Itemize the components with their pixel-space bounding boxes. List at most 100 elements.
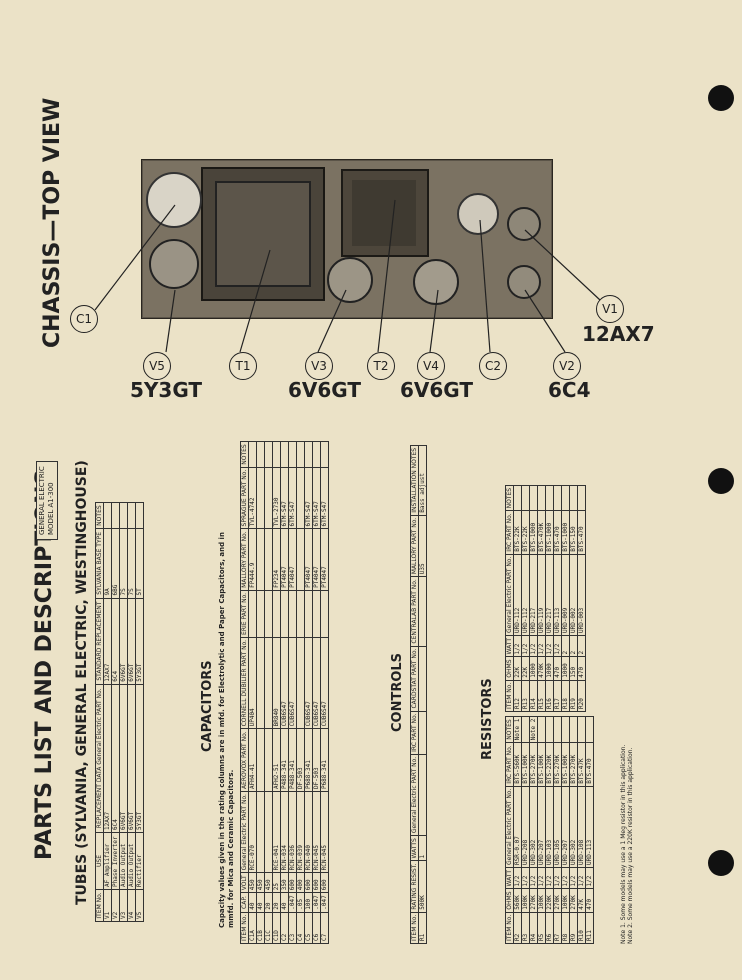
- tubes-cell: 5Y3GT: [135, 598, 144, 685]
- tubes-header-cell: USE: [95, 832, 104, 890]
- capacitors-cell: [256, 728, 265, 792]
- resistors-cell: BTS-22K: [513, 510, 522, 555]
- resistors-cell: 1000: [529, 656, 538, 681]
- resistors-cell: URD-002: [569, 554, 578, 636]
- controls-header-cell: INSTALLATION NOTES: [410, 445, 419, 516]
- capacitors-cell: [264, 590, 273, 638]
- capacitors-cell: C1B: [256, 912, 265, 944]
- resistors-cell: [537, 716, 546, 743]
- capacitors-cell: [312, 441, 321, 468]
- resistors-cell: 1/2: [553, 867, 562, 889]
- resistors-cell: 1/2: [537, 867, 546, 889]
- resistors-cell: R11: [585, 912, 594, 944]
- resistors-cell: 470: [553, 656, 562, 681]
- resistors-cell: R16: [545, 680, 554, 712]
- tube-label-12ax7: 12AX7: [582, 322, 655, 346]
- resistors-cell: R4: [529, 912, 538, 944]
- callout-c2: C2: [479, 352, 507, 380]
- resistors-cell: BTS-22K: [521, 510, 530, 555]
- capacitors-cell: .05: [296, 892, 305, 913]
- capacitors-cell: PT4047: [280, 528, 289, 591]
- capacitors-cell: AFH4-41: [248, 728, 257, 792]
- resistors-cell: BTS-470: [585, 742, 594, 787]
- capacitors-cell: 6TM-S47: [288, 467, 297, 529]
- capacitors-cell: 600: [320, 872, 329, 893]
- resistors-cell: 1/2: [521, 867, 530, 889]
- tubes-header-cell: NOTES: [95, 502, 104, 529]
- capacitors-cell: [264, 441, 273, 468]
- capacitors-cell: [248, 441, 257, 468]
- controls-header-cell: MALLORY PART No.: [410, 515, 419, 577]
- callout-t2: T2: [367, 352, 395, 380]
- resistors-cell: BTS-1000: [561, 510, 570, 555]
- resistors-header-cell: IRC PART No.: [505, 742, 514, 787]
- controls-header-cell: WATTS: [410, 835, 419, 861]
- tubes-cell: 7S: [127, 528, 136, 599]
- resistors-cell: [569, 485, 578, 511]
- capacitors-cell: CUB6S47: [288, 637, 297, 729]
- capacitors-cell: 400: [296, 872, 305, 893]
- binder-hole-bottom: [708, 850, 734, 876]
- capacitors-cell: 450: [256, 872, 265, 893]
- capacitors-cell: RCN-045: [312, 791, 321, 873]
- resistors-cell: BTS-100K: [561, 742, 570, 787]
- resistors-cell: URD-112: [521, 554, 530, 636]
- controls-cell: [418, 576, 427, 647]
- resistors-cell: 1/2: [513, 635, 522, 657]
- capacitors-cell: RCE-070: [248, 791, 257, 873]
- tubes-cell: Audio Output: [127, 832, 136, 890]
- capacitors-cell: C6: [312, 912, 321, 944]
- tubes-cell: 6V6GT: [119, 598, 128, 685]
- callout-v3: V3: [305, 352, 333, 380]
- capacitors-header-cell: MALLORY PART No.: [240, 528, 249, 591]
- tubes-cell: V4: [127, 889, 136, 922]
- capacitors-cell: [312, 590, 321, 638]
- capacitors-cell: C4: [296, 912, 305, 944]
- resistors-cell: BTS-1000: [545, 510, 554, 555]
- chassis-photo: [141, 159, 553, 319]
- capacitors-cell: CUB6S47: [312, 637, 321, 729]
- resistors-cell: BTS-100K: [537, 742, 546, 787]
- capacitors-cell: 6TM-S47: [312, 467, 321, 529]
- capacitors-header-cell: ITEM No.: [240, 912, 249, 944]
- resistors-cell: 270K: [529, 888, 538, 913]
- resistors-cell: Note 2: [529, 716, 538, 743]
- callout-v2: V2: [553, 352, 581, 380]
- resistors-cell: URD-103: [545, 786, 554, 868]
- capacitors-header-cell: CAP.: [240, 892, 249, 913]
- capacitors-cell: FP234: [272, 528, 281, 591]
- capacitors-cell: [256, 441, 265, 468]
- resistors-cell: 1/2: [513, 867, 522, 889]
- capacitors-cell: 600: [288, 872, 297, 893]
- capacitors-cell: C5: [304, 912, 313, 944]
- capacitors-cell: DF-503: [312, 728, 321, 792]
- resistors-cell: URD-112: [513, 554, 522, 636]
- callout-t1: T1: [229, 352, 257, 380]
- resistors-cell: R17: [553, 680, 562, 712]
- callout-c1: C1: [70, 305, 98, 333]
- resistors-cell: [585, 716, 594, 743]
- resistors-cell: [561, 485, 570, 511]
- resistors-cell: URD-003: [577, 554, 586, 636]
- resistors-cell: R8: [561, 912, 570, 944]
- controls-header-cell: IRC PART No.: [410, 711, 419, 755]
- tubes-header-cell: STANDARD REPLACEMENT: [95, 598, 104, 685]
- capacitors-cell: 40: [280, 892, 289, 913]
- tubes-cell: 6V6GT: [119, 684, 128, 833]
- capacitors-cell: [304, 441, 313, 468]
- capacitors-cell: .047: [312, 892, 321, 913]
